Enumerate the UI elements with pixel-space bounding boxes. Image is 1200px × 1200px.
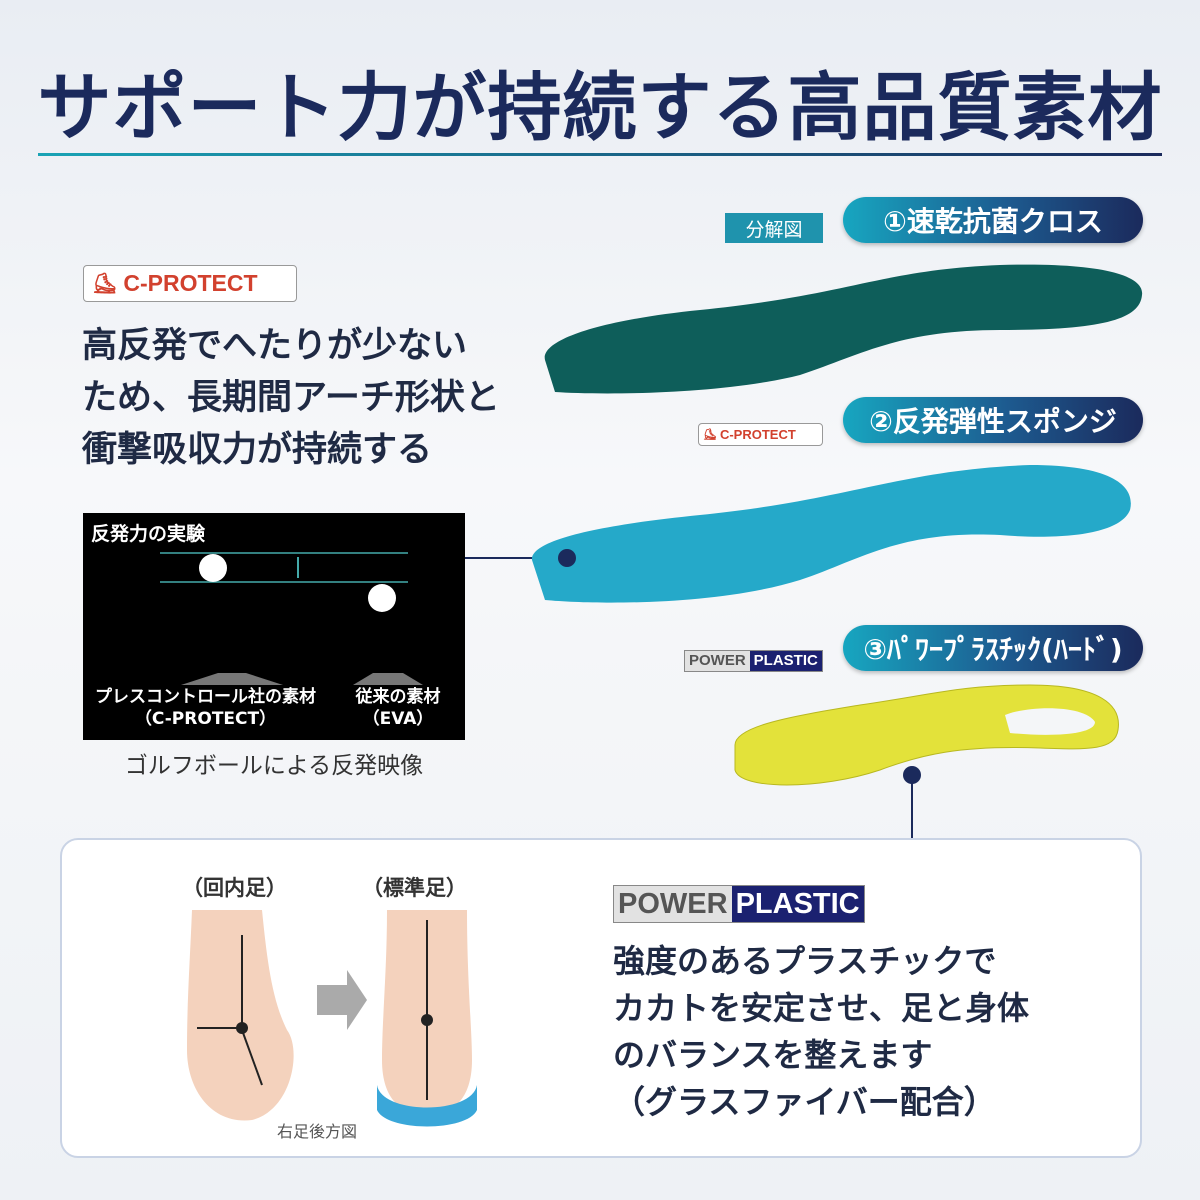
text-line: ため、長期間アーチ形状と (82, 378, 500, 418)
arrow-right-icon (317, 970, 367, 1030)
c-protect-label: プレスコントロール社の素材 (95, 687, 316, 707)
experiment-title: 反発力の実験 (91, 523, 206, 545)
ball-eva (368, 584, 396, 612)
power-plastic-description: 強度のあるプラスチックで カカトを安定させ、足と身体 のバランスを整えます （グ… (613, 938, 1029, 1126)
c-protect-sublabel: （C-PROTECT） (134, 709, 277, 729)
text-line: のバランスを整えます (613, 1036, 933, 1074)
pronated-foot (187, 910, 294, 1121)
experiment-graphic (160, 552, 423, 685)
badge-power: POWER (614, 886, 732, 922)
foot-comparison-diagram (187, 910, 477, 1127)
title-divider (38, 153, 1162, 156)
sponge-layer (531, 465, 1131, 603)
layer-label-cloth: ①速乾抗菌クロス (843, 197, 1143, 243)
page-title: サポート力が持続する高品質素材 (37, 65, 1163, 151)
exploded-view-tag: 分解図 (725, 213, 823, 243)
c-protect-badge: ⛸C-PROTECT (83, 265, 297, 302)
foot-logo-icon: ⛸ (92, 273, 118, 295)
pronated-foot-label: （回内足） (182, 876, 287, 900)
standard-foot-label: （標準足） (362, 876, 467, 900)
text-line: 高反発でへたりが少ない (82, 326, 468, 366)
c-protect-small-badge: ⛸C-PROTECT (698, 423, 823, 446)
eva-label: 従来の素材 (355, 687, 441, 707)
layer-label-plastic: ③ﾊﾟﾜｰﾌﾟﾗｽﾁｯｸ(ﾊｰﾄﾞ) (843, 625, 1143, 671)
heel-cup (377, 1085, 477, 1127)
rebound-experiment-image: 反発力の実験 プレスコントロール社の素材 （C-PROTECT） 従来の素材 （… (83, 513, 465, 740)
badge-plastic: PLASTIC (749, 651, 822, 671)
c-protect-small-text: C-PROTECT (719, 427, 796, 442)
layer-label-sponge: ②反発弾性スポンジ (843, 397, 1143, 443)
text-line: 衝撃吸収力が持続する (82, 430, 433, 470)
cloth-layer (544, 264, 1143, 394)
experiment-caption: ゴルフボールによる反発映像 (124, 753, 424, 779)
badge-plastic: PLASTIC (731, 886, 864, 922)
text-line: カカトを安定させ、足と身体 (613, 989, 1030, 1027)
ball-c-protect (199, 554, 227, 582)
foot-diagram-caption: 右足後方図 (277, 1122, 358, 1141)
c-protect-badge-text: C-PROTECT (123, 270, 258, 296)
badge-power: POWER (685, 651, 750, 671)
text-line: 強度のあるプラスチックで (613, 942, 997, 980)
eva-sublabel: （EVA） (362, 709, 434, 729)
plastic-layer (734, 684, 1119, 786)
text-line: （グラスファイバー配合） (613, 1083, 996, 1121)
foot-logo-icon: ⛸ (703, 429, 717, 441)
c-protect-description: 高反発でへたりが少ない ため、長期間アーチ形状と 衝撃吸収力が持続する (82, 320, 500, 476)
